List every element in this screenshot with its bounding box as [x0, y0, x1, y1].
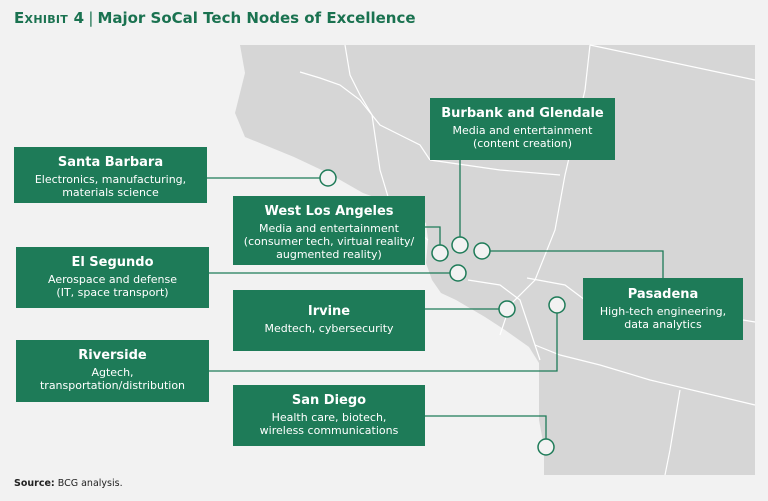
- node-description: Medtech, cybersecurity: [264, 322, 394, 335]
- node-description: Media and entertainment (content creatio…: [452, 124, 593, 150]
- node-west-los-angeles: West Los Angeles Media and entertainment…: [233, 196, 425, 265]
- node-name: Irvine: [307, 304, 351, 319]
- riverside-marker[interactable]: [548, 296, 566, 314]
- node-irvine: Irvine Medtech, cybersecurity: [233, 290, 425, 351]
- node-santa-barbara: Santa Barbara Electronics, manufacturing…: [14, 147, 207, 203]
- pasadena-marker[interactable]: [473, 242, 491, 260]
- node-name: Burbank and Glendale: [441, 106, 604, 121]
- node-name: Santa Barbara: [57, 155, 164, 170]
- exhibit-title: Exhibit 4|Major SoCal Tech Nodes of Exce…: [14, 9, 416, 27]
- node-description: Agtech, transportation/distribution: [39, 366, 186, 392]
- santa-barbara-marker[interactable]: [319, 169, 337, 187]
- burbank-glendale-marker[interactable]: [451, 236, 469, 254]
- node-description: Health care, biotech, wireless communica…: [259, 411, 399, 437]
- node-description: High-tech engineering, data analytics: [599, 305, 727, 331]
- connector-lines: [207, 160, 664, 439]
- node-riverside: Riverside Agtech, transportation/distrib…: [16, 340, 209, 402]
- node-description: Media and entertainment (consumer tech, …: [243, 222, 415, 261]
- title-text: Major SoCal Tech Nodes of Excellence: [97, 9, 416, 27]
- node-name: San Diego: [291, 393, 367, 408]
- node-description: Electronics, manufacturing, materials sc…: [34, 173, 187, 199]
- node-burbank-glendale: Burbank and Glendale Media and entertain…: [430, 98, 615, 160]
- land-mass: [235, 45, 755, 475]
- node-el-segundo: El Segundo Aerospace and defense (IT, sp…: [16, 247, 209, 308]
- node-pasadena: Pasadena High-tech engineering, data ana…: [583, 278, 743, 340]
- west-los-angeles-marker[interactable]: [431, 244, 449, 262]
- source-label: Source:: [14, 478, 55, 489]
- node-name: El Segundo: [71, 255, 154, 270]
- node-san-diego: San Diego Health care, biotech, wireless…: [233, 385, 425, 446]
- irvine-marker[interactable]: [498, 300, 516, 318]
- source-note: Source: BCG analysis.: [14, 478, 123, 489]
- exhibit-number: Exhibit 4: [14, 9, 85, 27]
- title-separator: |: [88, 9, 94, 27]
- el-segundo-marker[interactable]: [449, 264, 467, 282]
- source-text: BCG analysis.: [57, 478, 123, 489]
- node-name: Riverside: [78, 348, 147, 363]
- node-name: West Los Angeles: [264, 204, 394, 219]
- node-description: Aerospace and defense (IT, space transpo…: [48, 273, 177, 299]
- san-diego-marker[interactable]: [537, 438, 555, 456]
- node-name: Pasadena: [627, 287, 699, 302]
